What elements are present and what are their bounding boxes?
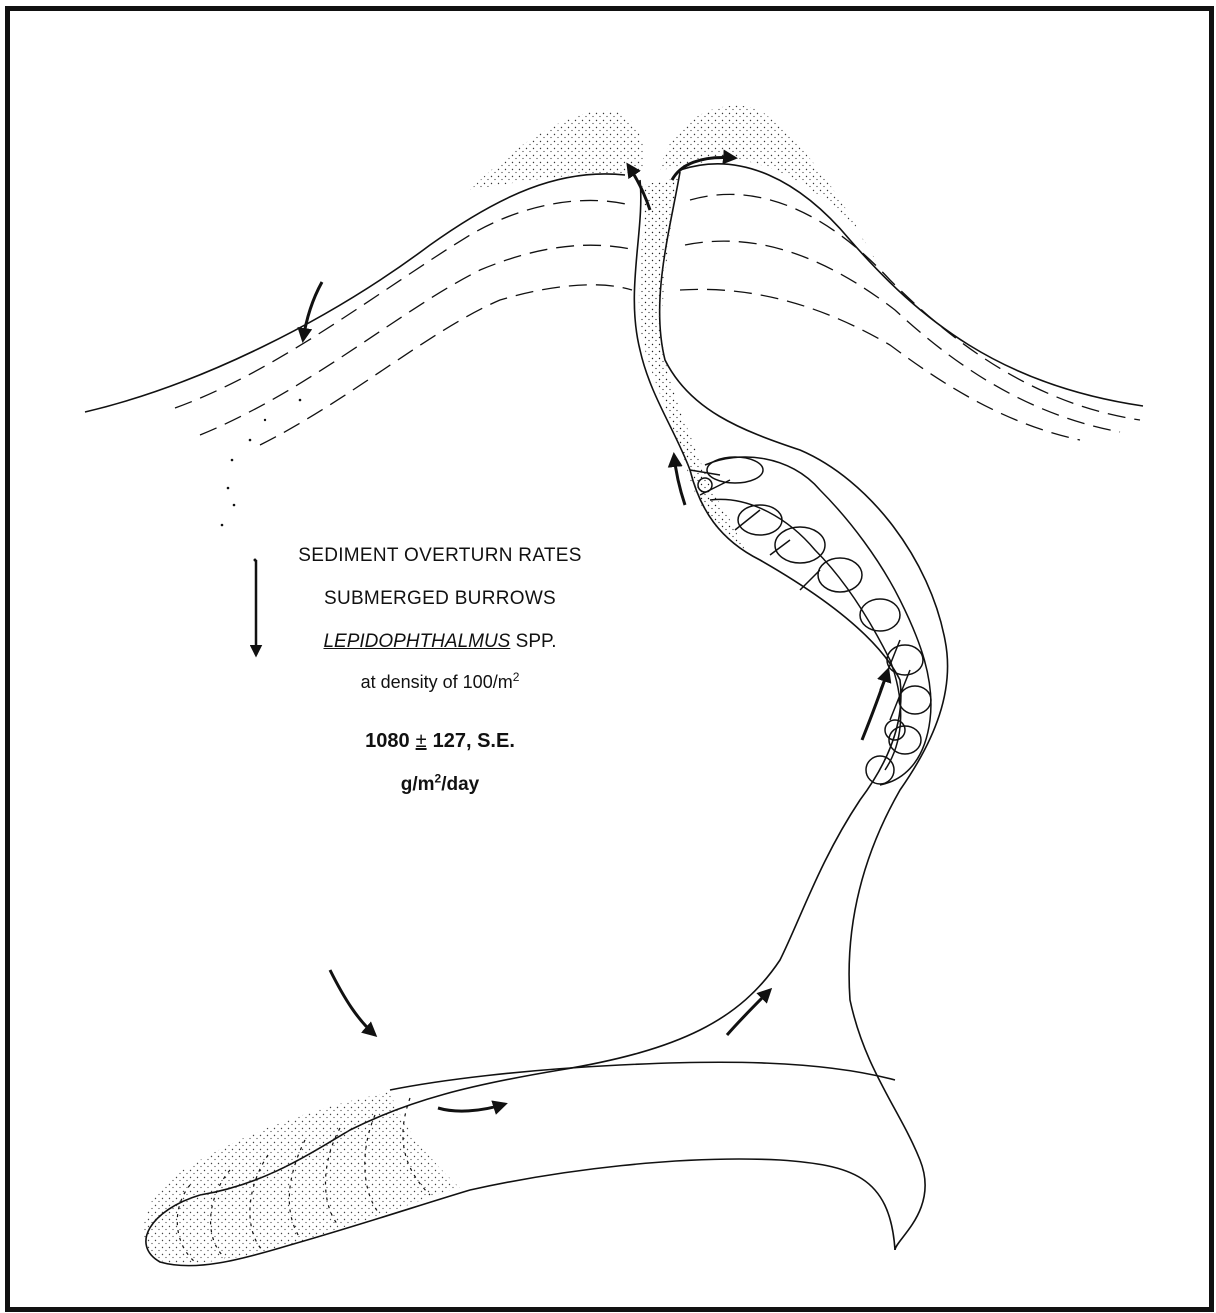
density-exponent: 2 (513, 670, 520, 684)
sediment-layers-left (175, 200, 635, 445)
ejected-sediment-right (660, 106, 880, 270)
ejected-sediment-left (470, 110, 644, 190)
arrow-lower-down (330, 970, 375, 1035)
unit-suffix: /day (441, 774, 479, 795)
rate-value: 1080 (365, 730, 410, 752)
caption-title: SEDIMENT OVERTURN RATES (270, 545, 610, 567)
caption-density: at density of 100/m2 (270, 672, 610, 693)
genus-suffix: SPP. (516, 631, 557, 652)
arrow-chamber-up (674, 455, 685, 505)
genus-name: LEPIDOPHTHALMUS (323, 631, 510, 652)
sediment-surface-right (680, 164, 1143, 406)
unit-prefix: g/m (401, 774, 435, 795)
caption-genus-line: LEPIDOPHTHALMUS SPP. (270, 631, 610, 653)
arrow-gallery-right (438, 1104, 505, 1111)
shaft-lining-stipple (639, 178, 745, 550)
sediment-layers-right (680, 194, 1140, 440)
density-prefix: at density of 100/m (361, 672, 513, 692)
lower-gallery-upper-wall (390, 1062, 895, 1090)
plus-minus-sign: ± (416, 730, 427, 753)
falling-sediment-dots (221, 399, 302, 562)
arrow-shrimp-up (862, 670, 888, 740)
caption-rate: 1080 ±127, S.E. (270, 730, 610, 753)
caption-subtitle: SUBMERGED BURROWS (270, 588, 610, 610)
arrow-mound-left-down (303, 282, 322, 340)
rate-error: 127, S.E. (433, 730, 515, 752)
backfilled-gallery-end (144, 1092, 460, 1263)
caption-unit: g/m2/day (270, 774, 610, 796)
sediment-surface-left (85, 174, 625, 412)
